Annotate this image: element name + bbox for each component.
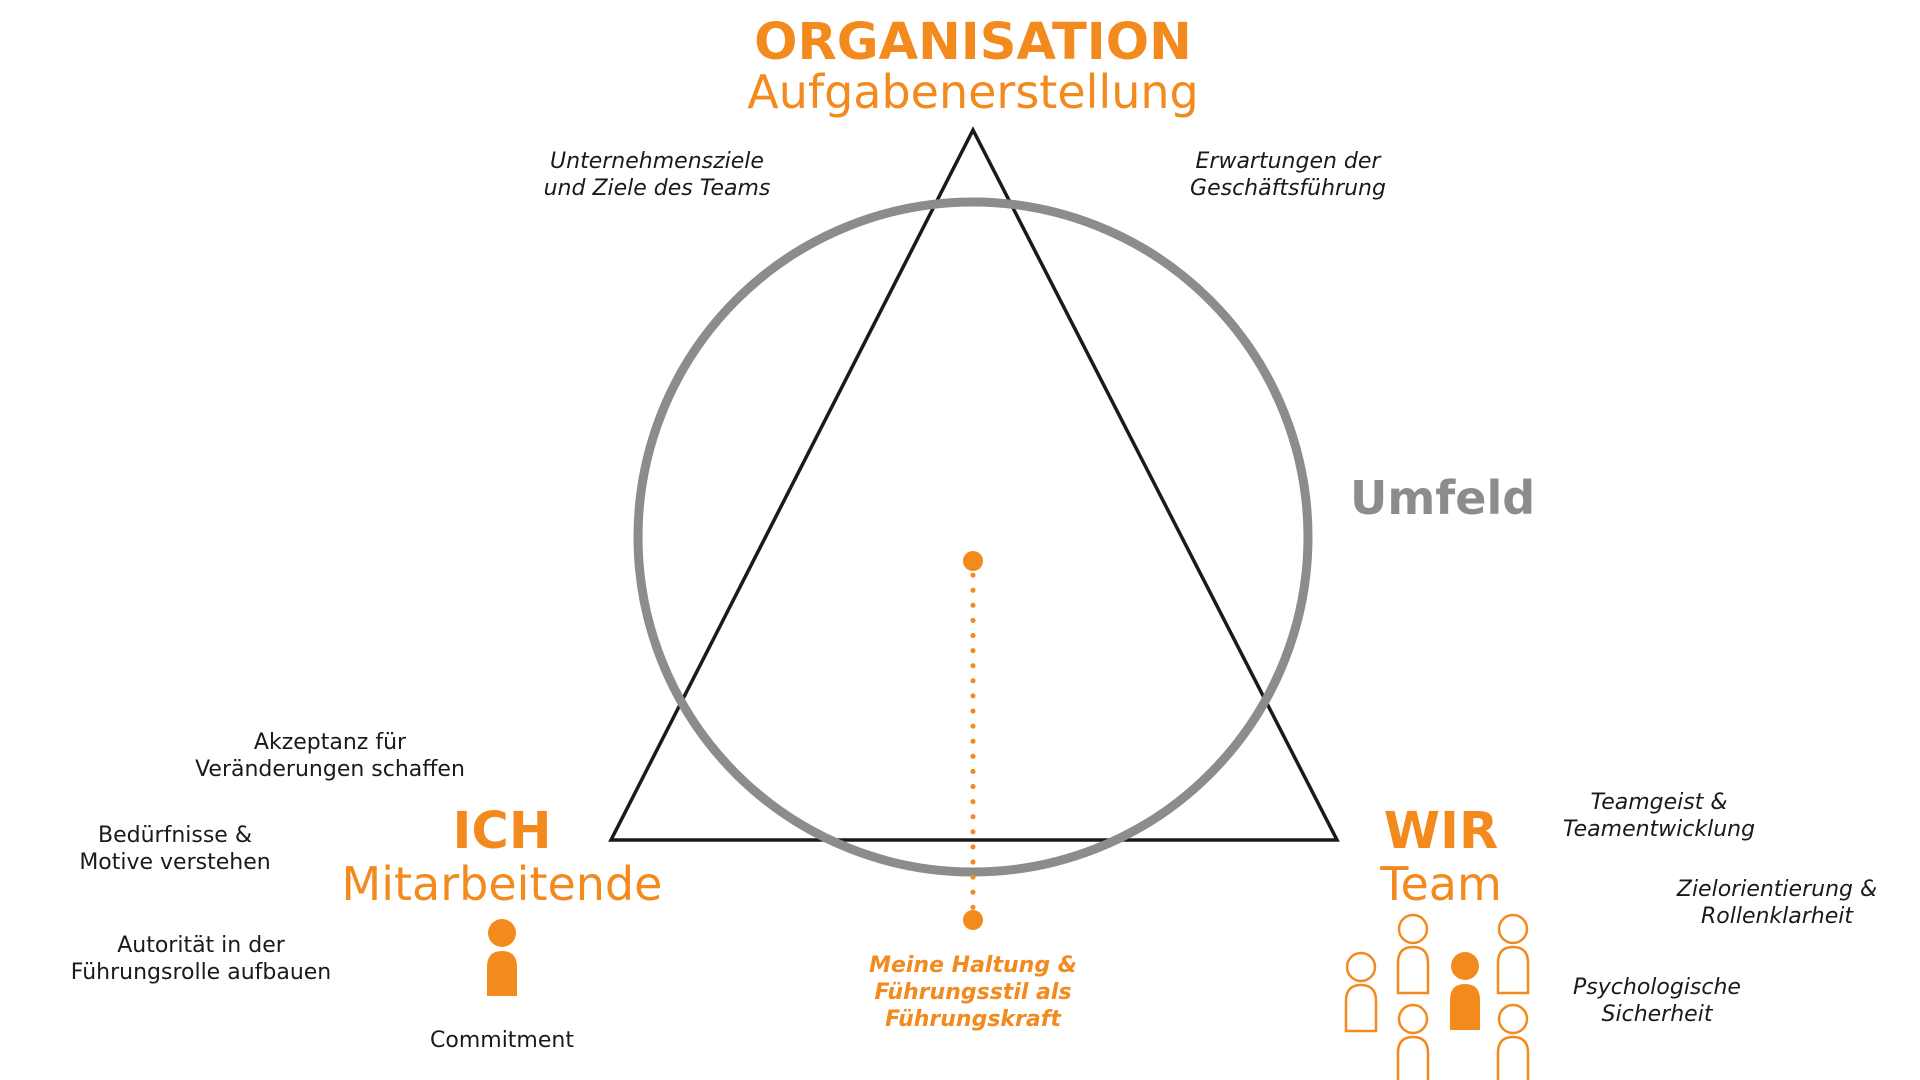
ich-note-2: Bedürfnisse & Motive verstehen (79, 823, 271, 875)
environment-label: Umfeld (1350, 471, 1536, 525)
team-person-icon (1496, 913, 1530, 995)
wir-note-2: Zielorientierung & Rollenklarheit (1676, 877, 1878, 929)
center-dot-top (963, 551, 983, 571)
environment-circle (633, 197, 1313, 877)
center-dot-bottom (963, 910, 983, 930)
ich-note-3: Autorität in der Führungsrolle aufbauen (70, 933, 332, 985)
person-filled-icon (487, 919, 517, 996)
wir-title: WIR (1383, 802, 1499, 861)
ich-caption: Commitment (430, 1028, 574, 1053)
team-group-icon (1344, 913, 1530, 1080)
wir-note-1: Teamgeist & Teamentwicklung (1562, 790, 1756, 842)
organisation-title: ORGANISATION (754, 13, 1192, 72)
ich-note-1: Akzeptanz für Veränderungen schaffen (195, 730, 465, 782)
organisation-note-right: Erwartungen der Geschäftsführung (1190, 149, 1386, 201)
ich-subtitle: Mitarbeitende (341, 857, 663, 911)
team-person-icon (1396, 913, 1430, 995)
organisation-subtitle: Aufgabenerstellung (747, 65, 1199, 119)
team-leader-person-icon (1450, 952, 1480, 1030)
wir-subtitle: Team (1380, 857, 1502, 911)
team-person-icon (1344, 951, 1378, 1033)
center-caption: Meine Haltung & Führungsstil als Führung… (869, 953, 1077, 1032)
triangle-shape (608, 126, 1340, 842)
wir-note-3: Psychologische Sicherheit (1573, 975, 1741, 1027)
team-person-icon (1496, 1003, 1530, 1080)
ich-title: ICH (452, 802, 552, 861)
organisation-note-left: Unternehmensziele und Ziele des Teams (543, 149, 771, 201)
team-person-icon (1396, 1003, 1430, 1080)
